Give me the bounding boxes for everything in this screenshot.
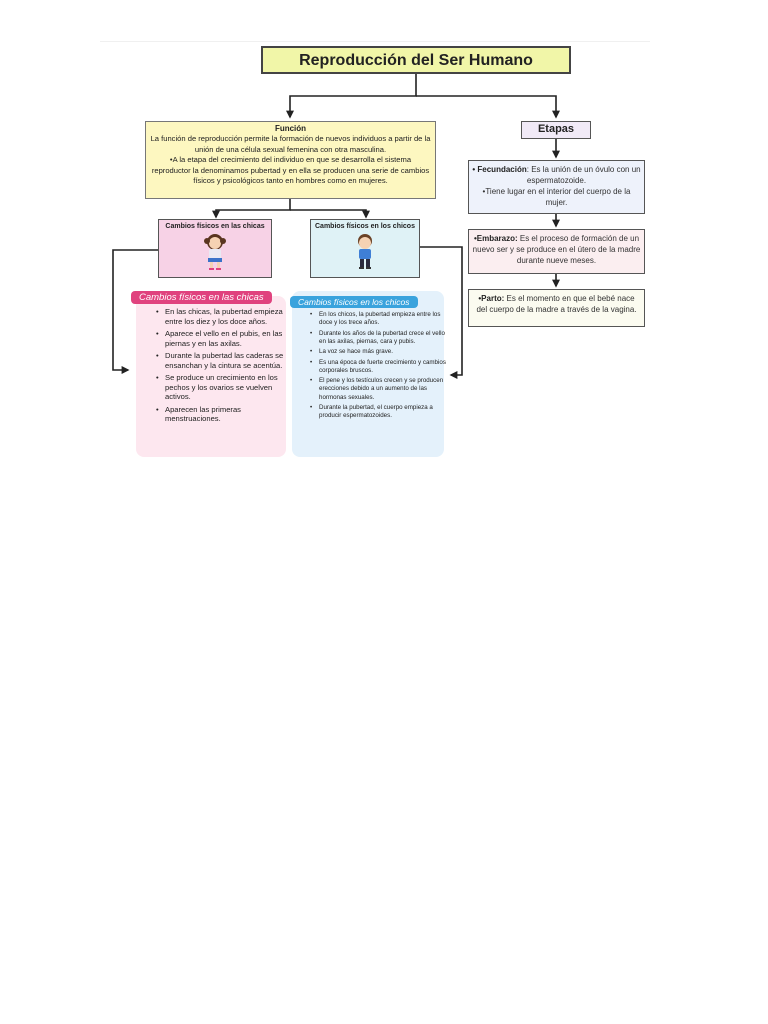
parto-term: •Parto: bbox=[478, 294, 505, 303]
stage-embarazo: •Embarazo: Es el proceso de formación de… bbox=[468, 229, 645, 274]
funcion-text-1: La función de reproducción permite la fo… bbox=[150, 134, 431, 154]
list-item: Durante la pubertad, el cuerpo empieza a… bbox=[310, 404, 453, 420]
list-item: Durante la pubertad las caderas se ensan… bbox=[156, 351, 295, 370]
diagram-title: Reproducción del Ser Humano bbox=[261, 46, 571, 74]
stage-fecundacion: • Fecundación: Es la unión de un óvulo c… bbox=[468, 160, 645, 214]
list-item: La voz se hace más grave. bbox=[310, 348, 453, 356]
arrow-funcion-chicos bbox=[290, 209, 370, 219]
arrow-title-funcion bbox=[286, 74, 417, 119]
list-item: Se produce un crecimiento en los pechos … bbox=[156, 373, 295, 402]
chicos-card-title: Cambios físicos en los chicos bbox=[290, 296, 418, 308]
chicas-box: Cambios físicos en las chicas bbox=[158, 219, 272, 278]
list-item: Aparece el vello en el pubis, en las pie… bbox=[156, 329, 295, 348]
list-item: En los chicos, la pubertad empieza entre… bbox=[310, 311, 453, 327]
funcion-box: Función La función de reproducción permi… bbox=[145, 121, 436, 199]
chicas-list: En las chicas, la pubertad empieza entre… bbox=[152, 307, 295, 427]
chicos-box: Cambios físicos en los chicos bbox=[310, 219, 420, 278]
arrow-funcion-chicas bbox=[212, 199, 291, 219]
embarazo-term: •Embarazo: bbox=[473, 234, 518, 243]
fecundacion-extra: •Tiene lugar en el interior del cuerpo d… bbox=[482, 187, 631, 207]
fecundacion-text: : Es la unión de un óvulo con un esperma… bbox=[526, 165, 641, 185]
chicos-box-label: Cambios físicos en los chicos bbox=[315, 223, 415, 230]
chicas-card-title: Cambios físicos en las chicas bbox=[131, 291, 272, 304]
page-top-rule bbox=[100, 41, 650, 42]
arrow-chicas-card bbox=[112, 249, 158, 374]
parto-text: Es el momento en que el bebé nace del cu… bbox=[476, 294, 637, 314]
list-item: Es una época de fuerte crecimiento y cam… bbox=[310, 359, 453, 375]
arrow-title-etapas bbox=[416, 95, 560, 119]
list-item: El pene y los testículos crecen y se pro… bbox=[310, 377, 453, 402]
list-item: En las chicas, la pubertad empieza entre… bbox=[156, 307, 295, 326]
list-item: Aparecen las primeras menstruaciones. bbox=[156, 405, 295, 424]
funcion-text-2: •A la etapa del crecimiento del individu… bbox=[151, 155, 430, 186]
girl-illustration-icon bbox=[204, 234, 226, 270]
fecundacion-term: • Fecundación bbox=[472, 165, 527, 174]
chicos-list: En los chicos, la pubertad empieza entre… bbox=[306, 311, 453, 423]
stage-parto: •Parto: Es el momento en que el bebé nac… bbox=[468, 289, 645, 327]
funcion-heading: Función bbox=[274, 124, 307, 133]
chicas-box-label: Cambios físicos en las chicas bbox=[165, 223, 265, 230]
boy-illustration-icon bbox=[358, 234, 372, 269]
arrow-chicos-card bbox=[420, 246, 463, 379]
list-item: Durante los años de la pubertad crece el… bbox=[310, 330, 453, 346]
embarazo-text: Es el proceso de formación de un nuevo s… bbox=[472, 234, 641, 265]
etapas-box: Etapas bbox=[521, 121, 591, 139]
